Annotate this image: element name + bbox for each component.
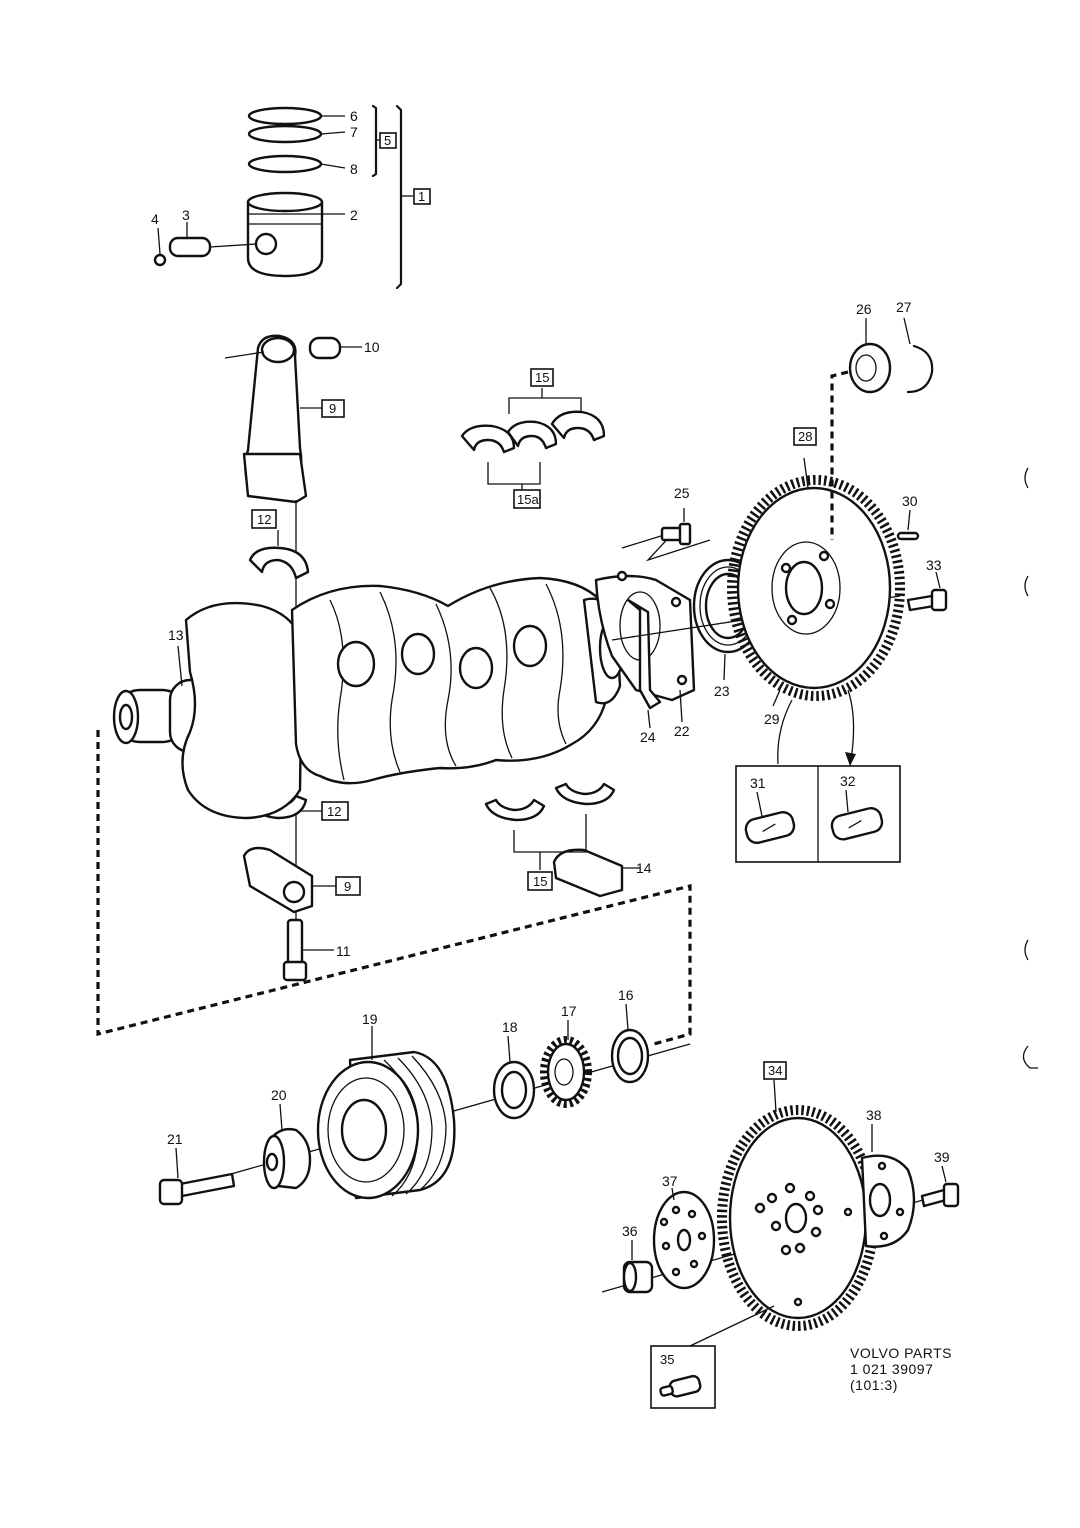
boxed-callouts: 5 1 9 12 12 9 15 15a 15 28 34 35 — [251, 132, 817, 1367]
label-3: 3 — [182, 207, 190, 223]
flex-plate — [717, 1105, 879, 1331]
label-21: 21 — [167, 1131, 183, 1147]
label-38: 38 — [866, 1107, 882, 1123]
flywheel — [727, 475, 905, 701]
footer-section: (101:3) — [850, 1377, 898, 1393]
label-33: 33 — [926, 557, 942, 573]
box-label-15a: 15a — [517, 492, 539, 507]
circlip — [153, 253, 167, 267]
leaders-piston — [157, 115, 346, 255]
label-17: 17 — [561, 1003, 577, 1019]
label-31: 31 — [750, 775, 766, 791]
crankshaft — [112, 576, 626, 820]
connecting-rod — [242, 334, 308, 504]
rod-bearing-upper — [248, 546, 310, 580]
label-13: 13 — [168, 627, 184, 643]
label-29: 29 — [764, 711, 780, 727]
small-end-bushing — [308, 336, 342, 360]
label-16: 16 — [618, 987, 634, 1003]
box-label-15-upper: 15 — [535, 370, 549, 385]
label-24: 24 — [640, 729, 656, 745]
pilot-bearing — [848, 342, 892, 394]
dowel-variant-box — [735, 765, 901, 863]
scan-edge-marks — [1022, 467, 1038, 1069]
dashed-bearing-leader — [830, 370, 849, 540]
pulley-bolt — [158, 1172, 236, 1206]
footer-brand: VOLVO PARTS — [850, 1345, 952, 1361]
piston — [246, 191, 324, 278]
pulley-hub — [262, 1127, 312, 1190]
rod-cap — [242, 846, 314, 914]
box-label-1: 1 — [418, 189, 425, 204]
box-label-34: 34 — [768, 1063, 782, 1078]
box-label-9-upper: 9 — [329, 401, 336, 416]
label-23: 23 — [714, 683, 730, 699]
rod-bolt — [282, 918, 308, 982]
main-bearing-shells-upper — [460, 410, 606, 454]
bracket-rings — [371, 104, 378, 178]
dowel-box — [650, 1345, 716, 1409]
piston-pin — [168, 236, 257, 258]
label-2: 2 — [350, 207, 358, 223]
footer-part-number: 1 021 39097 — [850, 1361, 933, 1377]
box-label-12-upper: 12 — [257, 512, 271, 527]
label-10: 10 — [364, 339, 380, 355]
label-11: 11 — [336, 943, 351, 959]
label-4: 4 — [151, 211, 159, 227]
label-26: 26 — [856, 301, 872, 317]
label-8: 8 — [350, 161, 358, 177]
bracket-piston — [395, 104, 403, 290]
label-36: 36 — [622, 1223, 638, 1239]
spacer-bushing — [622, 1260, 654, 1294]
label-27: 27 — [896, 299, 912, 315]
gasket — [626, 598, 662, 710]
label-20: 20 — [271, 1087, 287, 1103]
snap-ring — [906, 344, 934, 394]
callout-labels: 6 7 8 2 3 4 10 13 11 14 24 22 23 25 29 2… — [151, 108, 950, 1239]
label-19: 19 — [362, 1011, 378, 1027]
label-25: 25 — [674, 485, 690, 501]
box-label-9-lower: 9 — [344, 879, 351, 894]
flywheel-bolt — [906, 588, 948, 612]
pulley-washer — [492, 1060, 536, 1120]
drive-plate-bolt — [920, 1182, 960, 1208]
dowel-pin — [896, 531, 920, 541]
label-32: 32 — [840, 773, 856, 789]
label-7: 7 — [350, 124, 358, 140]
dashed-loop — [96, 730, 692, 1046]
crankshaft-pulley — [316, 1050, 456, 1200]
reinforcement-plate — [860, 1154, 916, 1248]
main-bearing-shells-lower — [484, 782, 624, 898]
label-39: 39 — [934, 1149, 950, 1165]
piston-rings — [247, 106, 323, 174]
box-label-12-lower: 12 — [327, 804, 341, 819]
label-18: 18 — [502, 1019, 518, 1035]
box-label-28: 28 — [798, 429, 812, 444]
label-37: 37 — [662, 1173, 678, 1189]
label-30: 30 — [902, 493, 918, 509]
oil-thrower — [610, 1028, 650, 1084]
label-14: 14 — [636, 860, 652, 876]
label-22: 22 — [674, 723, 690, 739]
seal-housing-bolt — [660, 522, 692, 546]
label-6: 6 — [350, 108, 358, 124]
drive-washer-plate — [652, 1190, 716, 1290]
box-label-5: 5 — [384, 133, 391, 148]
box-label-15-lower: 15 — [533, 874, 547, 889]
crank-gear — [540, 1036, 592, 1108]
box-label-35: 35 — [660, 1352, 674, 1367]
